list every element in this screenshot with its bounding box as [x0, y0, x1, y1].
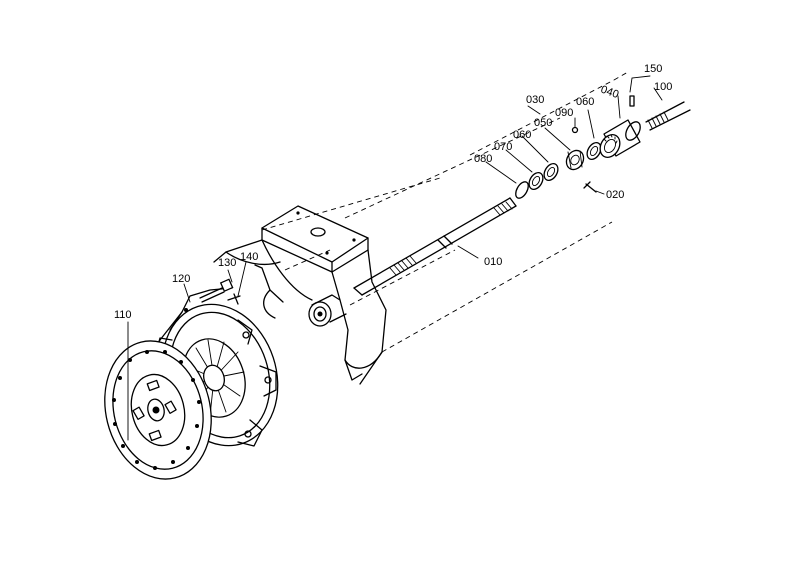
washer-060-b: [586, 141, 602, 161]
callout-150: 150: [644, 63, 662, 75]
coupling-040: [599, 119, 641, 158]
shaft-stub-100: [645, 101, 691, 131]
bolt-140: [227, 293, 241, 305]
callout-060b: 060: [576, 96, 594, 108]
callout-070: 070: [494, 141, 512, 153]
callout-120: 120: [172, 273, 190, 285]
pin-090: [571, 126, 579, 134]
callout-080: 080: [474, 153, 492, 165]
leader-lines: [127, 75, 663, 441]
washer-070: [528, 171, 544, 191]
callout-110: 110: [114, 309, 132, 321]
callout-090: 090: [555, 107, 573, 119]
bolt-020: [583, 181, 597, 193]
clutch-disc: [104, 340, 212, 480]
key-150: [629, 95, 635, 107]
callout-020: 020: [606, 189, 624, 201]
transmission-housing: [213, 117, 613, 385]
nut-050: [565, 149, 585, 171]
shaft-bearing-stack: [515, 95, 691, 199]
washer-060-a: [543, 162, 559, 182]
callout-060a: 060: [513, 129, 531, 141]
group-bracket-030: [469, 71, 629, 156]
callout-030: 030: [526, 94, 544, 106]
bolt-130: [199, 278, 234, 303]
callout-040: 040: [599, 84, 620, 102]
callout-130: 130: [218, 257, 236, 269]
callout-labels: 010 020 030 040 050 060 060 070 080 090 …: [114, 63, 672, 321]
callout-100: 100: [654, 81, 672, 93]
callout-140: 140: [240, 251, 258, 263]
callout-050: 050: [534, 117, 552, 129]
snap-ring-080: [515, 181, 529, 199]
callout-010: 010: [484, 256, 502, 268]
input-shaft: [353, 197, 517, 296]
